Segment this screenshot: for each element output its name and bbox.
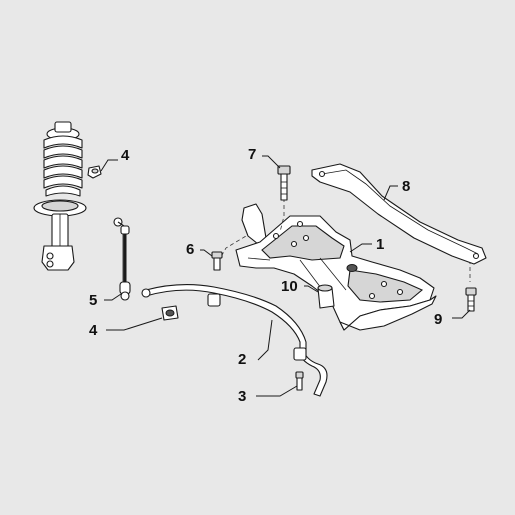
subframe bbox=[235, 203, 437, 331]
nut-item-4-top bbox=[87, 165, 102, 179]
assembly-line-7 bbox=[279, 198, 285, 233]
assembly-line-6 bbox=[217, 235, 247, 263]
leader-9 bbox=[452, 309, 471, 319]
callout-8: 8 bbox=[402, 178, 410, 195]
leader-6 bbox=[200, 249, 213, 257]
callout-10: 10 bbox=[281, 278, 298, 295]
bushing-item-4-bottom bbox=[161, 305, 179, 321]
leader-2 bbox=[257, 319, 273, 361]
callout-3: 3 bbox=[238, 388, 246, 405]
brace-item-8 bbox=[311, 163, 487, 265]
stabilizer-bar bbox=[141, 284, 328, 397]
strut-assembly bbox=[33, 121, 87, 271]
leader-1 bbox=[349, 243, 372, 253]
stabilizer-link bbox=[113, 217, 131, 301]
bushing-item-10 bbox=[317, 284, 335, 309]
callout-6: 6 bbox=[186, 241, 194, 258]
callout-4-top: 4 bbox=[121, 147, 130, 164]
leader-7 bbox=[262, 155, 281, 169]
callout-1: 1 bbox=[376, 236, 384, 253]
leader-5 bbox=[104, 293, 122, 301]
leader-10 bbox=[304, 285, 319, 293]
callout-9: 9 bbox=[434, 311, 442, 328]
callout-2: 2 bbox=[238, 351, 246, 368]
callout-4-bottom: 4 bbox=[89, 322, 98, 339]
bolt-item-7 bbox=[277, 165, 291, 201]
bolt-item-9 bbox=[465, 287, 477, 312]
leader-4-top bbox=[100, 159, 118, 172]
bolt-item-3 bbox=[295, 371, 304, 391]
leader-3 bbox=[256, 385, 298, 397]
leader-4-bottom bbox=[106, 317, 163, 331]
leader-8 bbox=[383, 185, 398, 201]
bolt-item-6 bbox=[211, 251, 223, 271]
callout-5: 5 bbox=[89, 292, 97, 309]
callout-7: 7 bbox=[248, 146, 256, 163]
